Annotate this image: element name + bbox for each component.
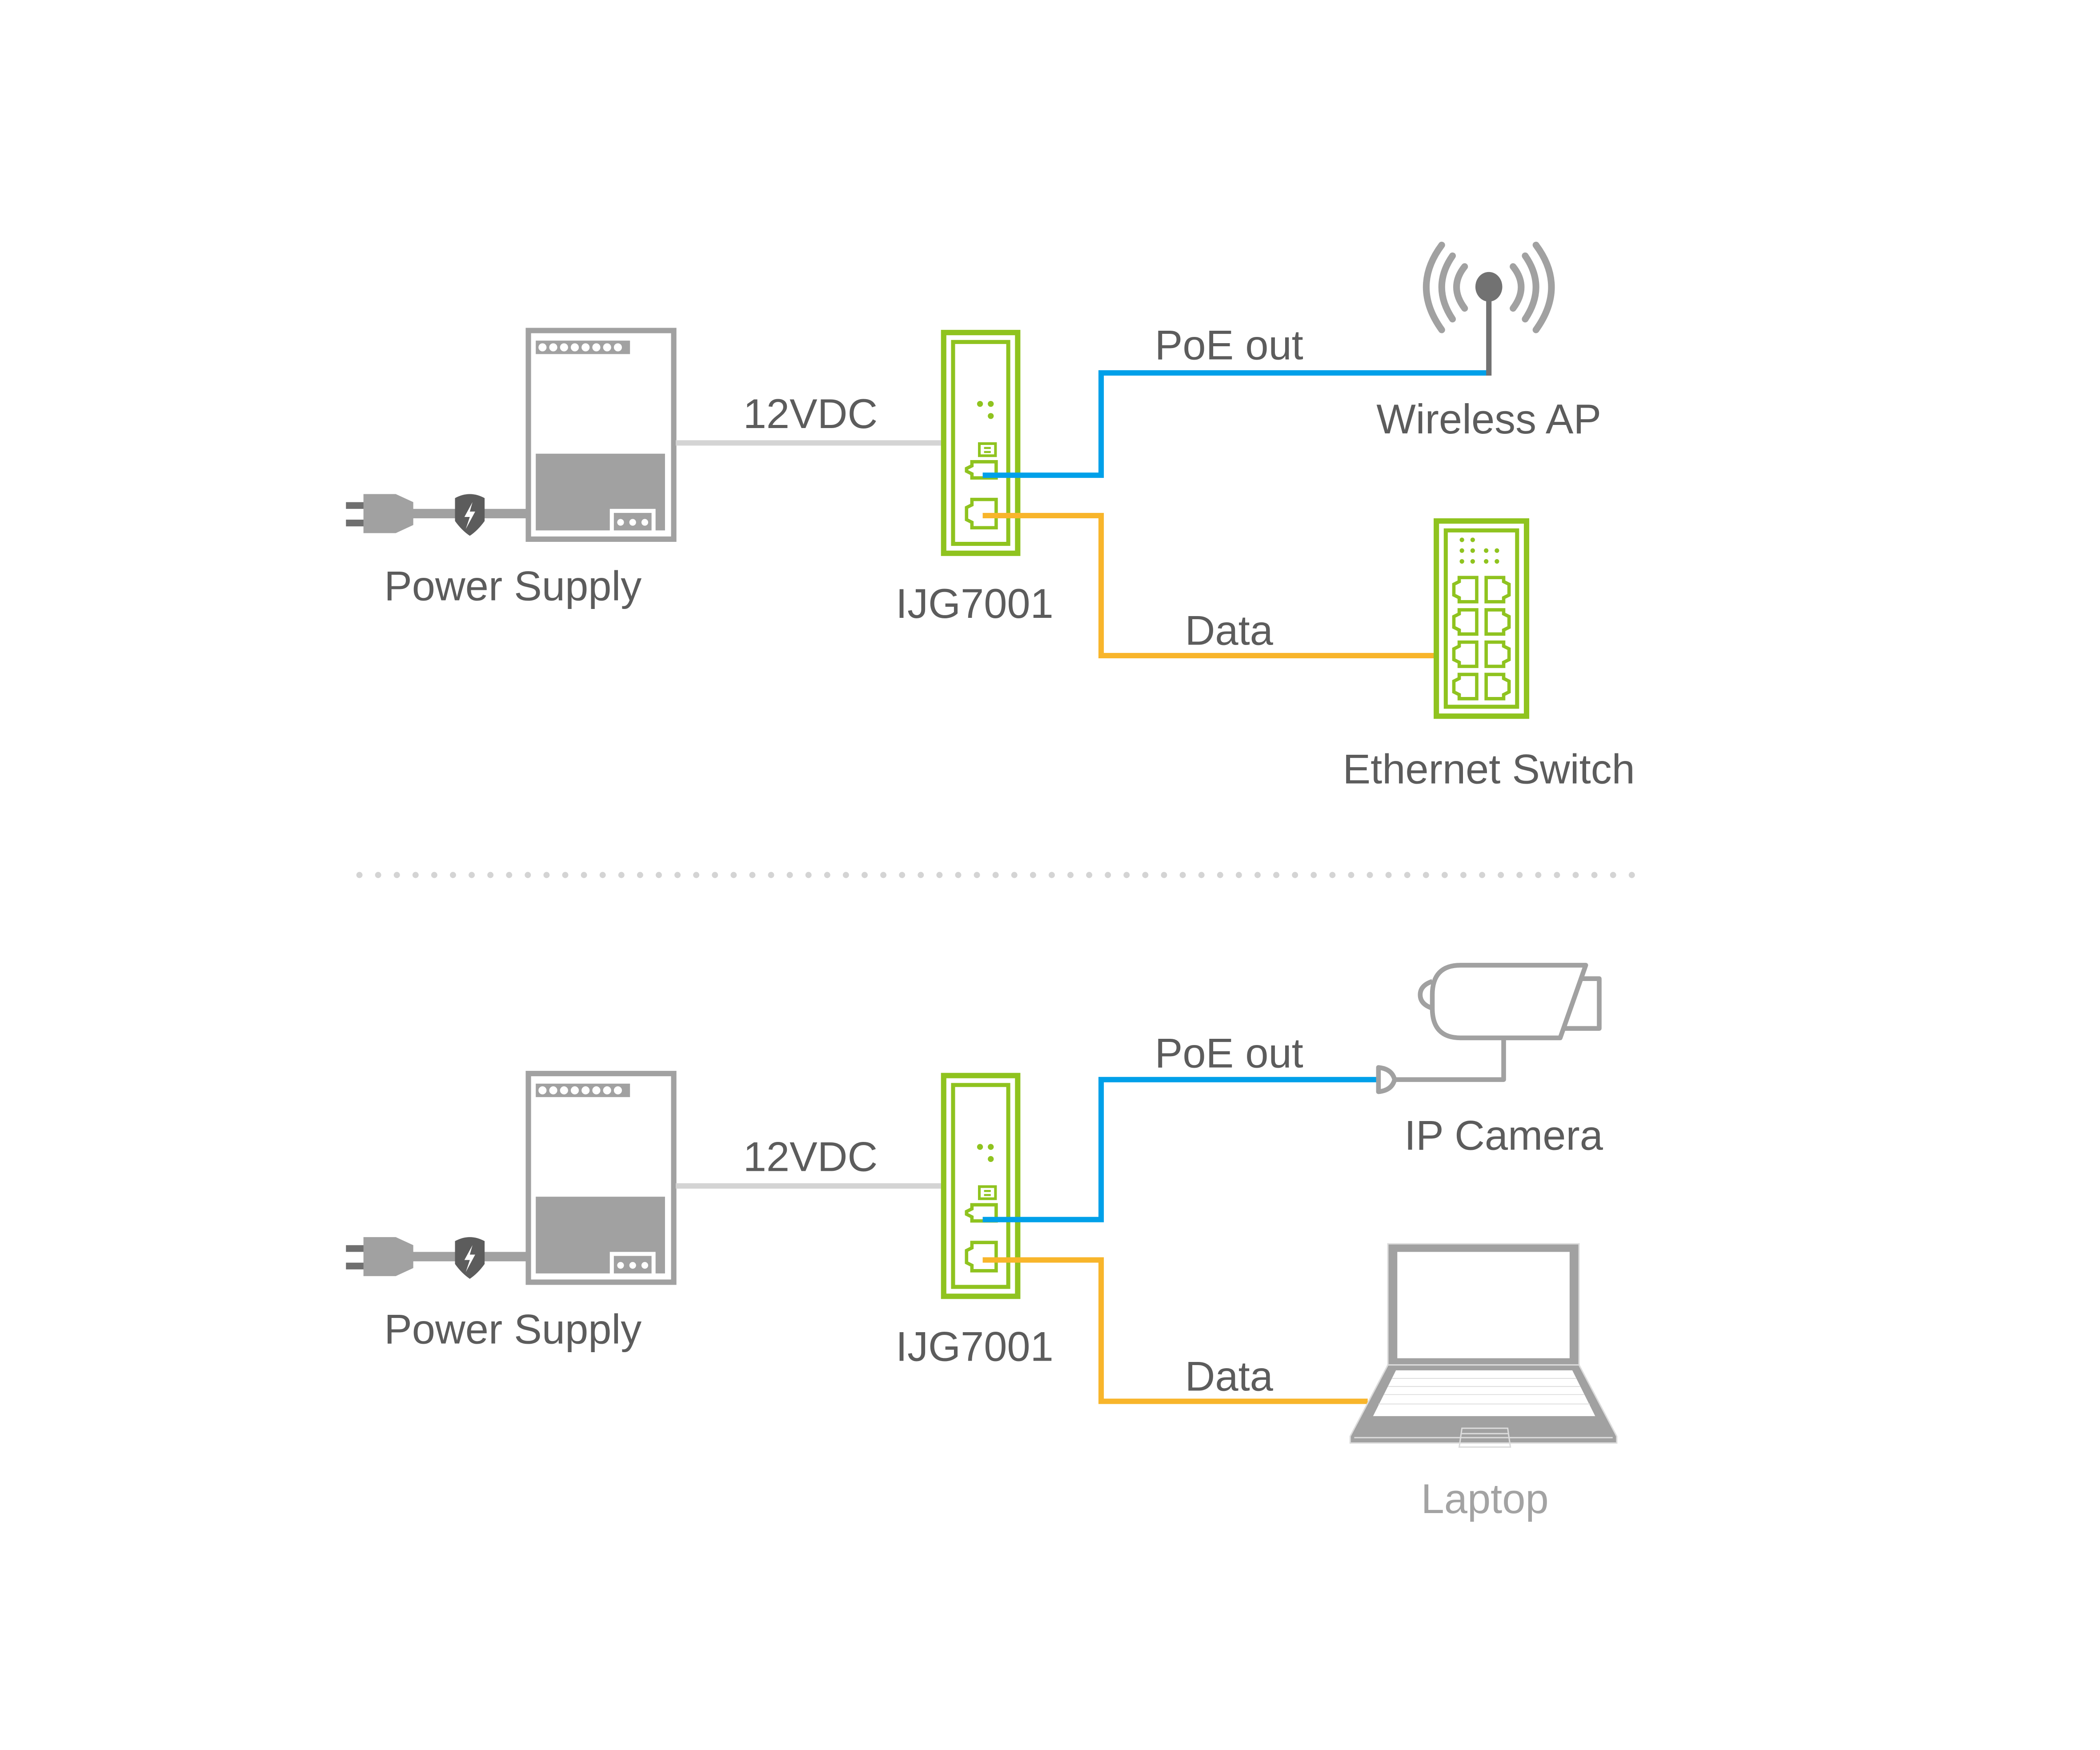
power-supply-icon [529,1073,674,1282]
power-supply-label: Power Supply [384,563,641,609]
poe-link-line [982,1077,1379,1222]
laptop-icon [1349,1243,1618,1448]
laptop-label: Laptop [1421,1475,1549,1522]
ethernet-switch-icon [1434,518,1530,719]
poe-link-label: PoE out [1155,322,1303,368]
power-supply-label: Power Supply [384,1305,641,1352]
gateway-device-icon [944,1076,1018,1297]
ip-camera-icon [1376,963,1602,1094]
wireless-ap-icon [1423,241,1555,376]
power-link-label: 12VDC [743,1133,878,1180]
data-link-label: Data [1185,1353,1274,1399]
gateway-label: IJG7001 [896,1323,1054,1370]
gateway-label: IJG7001 [896,580,1054,627]
power-supply-icon [529,331,674,539]
power-plug-icon [346,494,527,536]
data-link-line [982,513,1437,658]
scenario-1: Power Supply 12VDC IJG7001 PoE out Wirel… [346,241,1635,793]
data-link-line [982,1257,1368,1404]
gateway-device-icon [944,332,1018,553]
power-plug-icon [346,1237,527,1279]
data-link-label: Data [1185,607,1274,654]
scenario-2: Power Supply 12VDC IJG7001 PoE out IP Ca… [346,963,1618,1522]
wireless-ap-label: Wireless AP [1376,396,1601,442]
ip-camera-label: IP Camera [1404,1112,1603,1158]
poe-link-line [982,370,1489,478]
ethernet-switch-label: Ethernet Switch [1343,746,1635,793]
power-link-label: 12VDC [743,390,878,437]
poe-link-label: PoE out [1155,1030,1303,1077]
